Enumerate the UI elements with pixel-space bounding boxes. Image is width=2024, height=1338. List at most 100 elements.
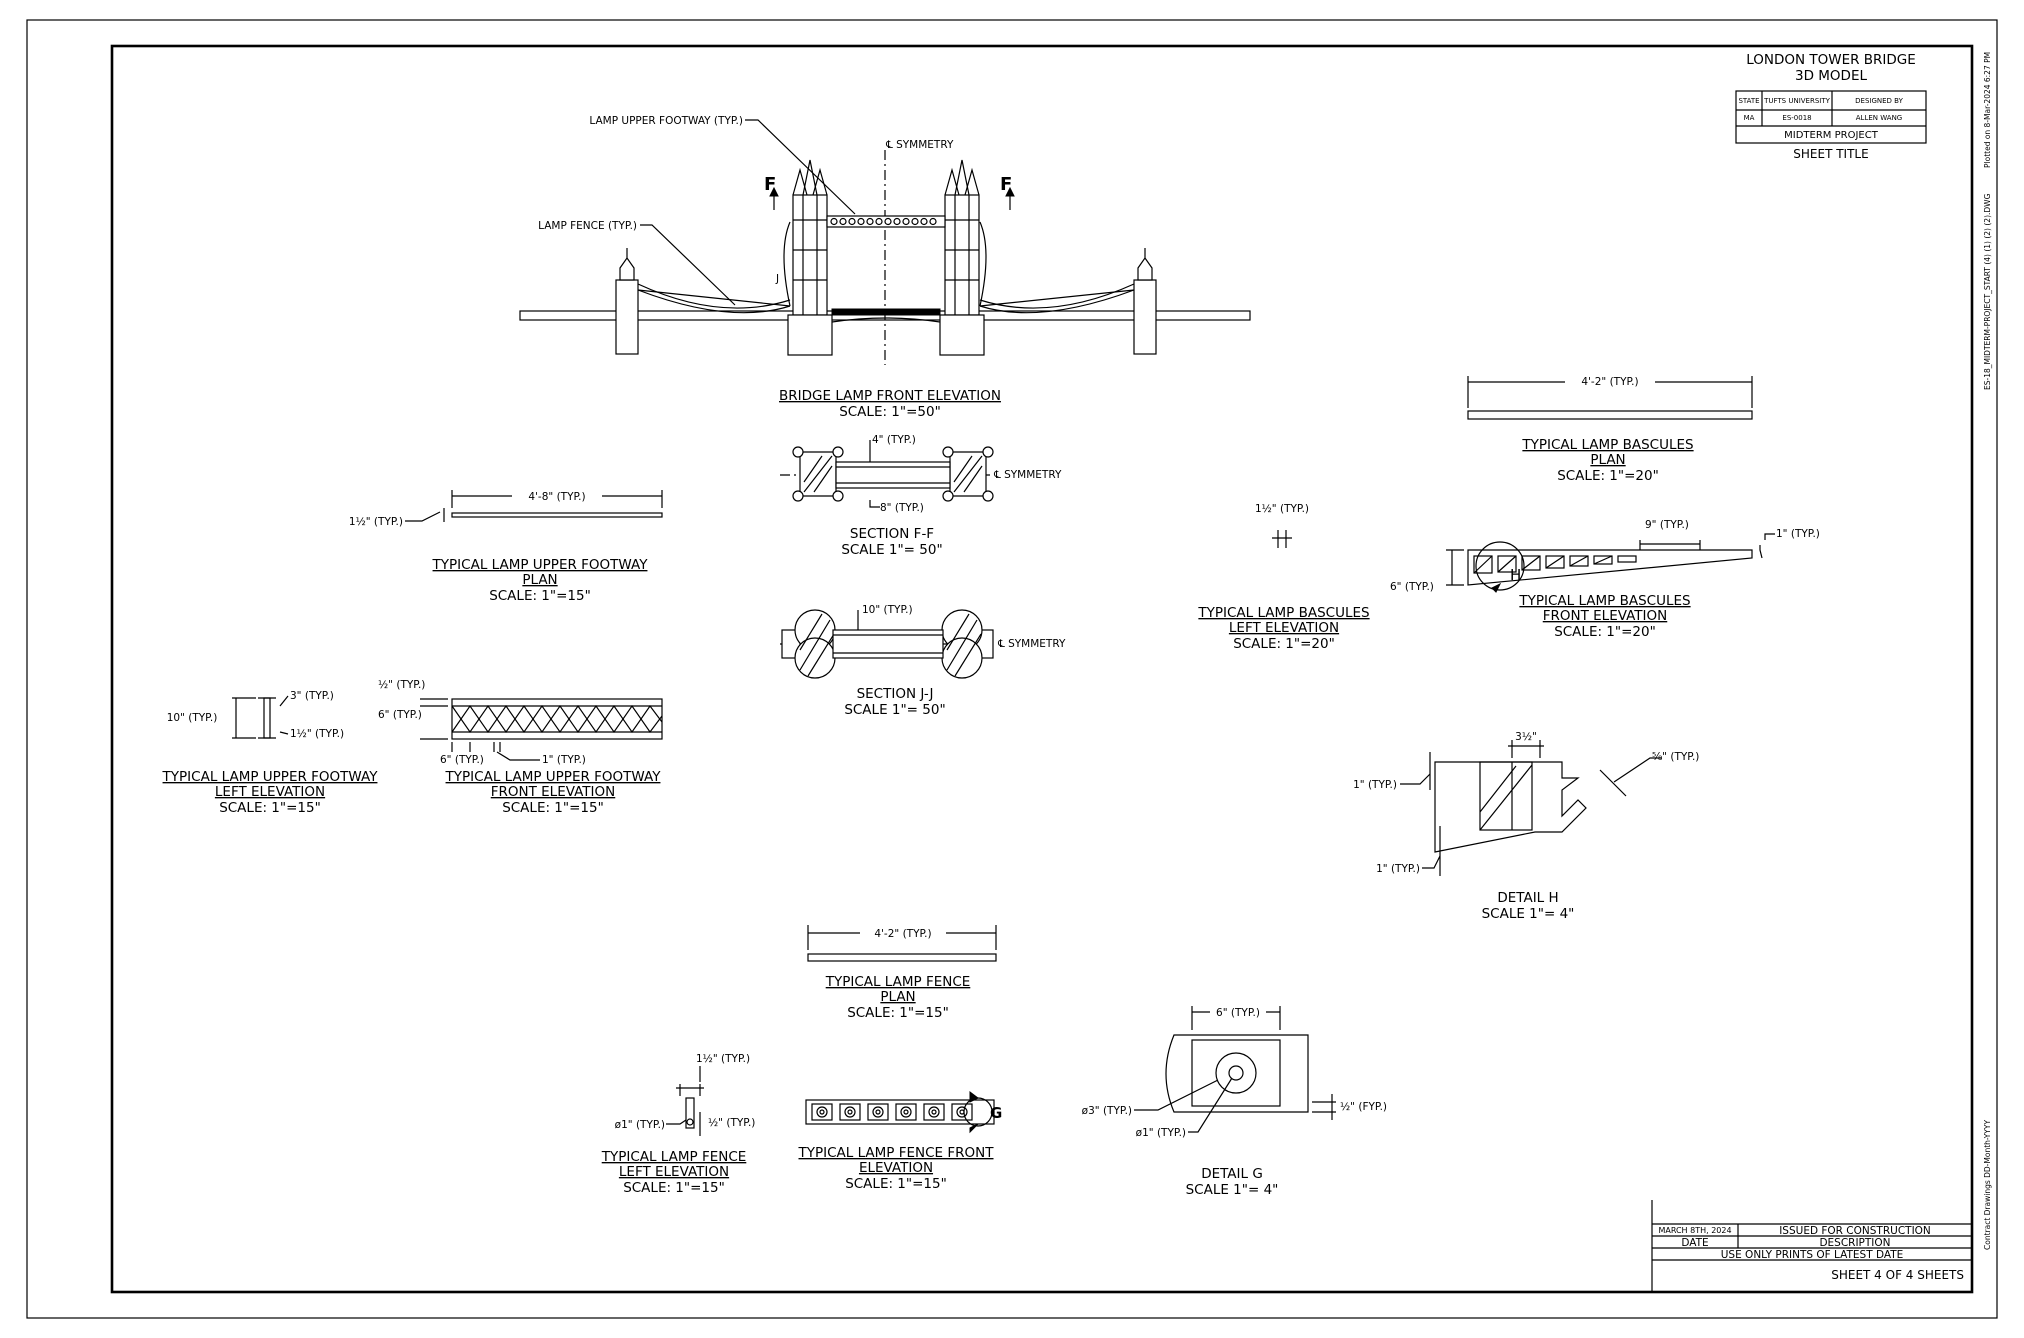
ufl-dim-top: 3" (TYP.) [290, 690, 334, 702]
bascules-front-elevation: H 9" (TYP.) 1" (TYP.) 6" (TYP.) TYPICAL … [1390, 519, 1820, 640]
label-symmetry-front: ℄ SYMMETRY [885, 139, 954, 151]
cut-f-right: F [1000, 174, 1012, 195]
detail-g: 6" (TYP.) ø3" (TYP.) ø1" (TYP.) ½" (FYP.… [1082, 1006, 1387, 1198]
scale-detail-g: SCALE 1"= 4" [1186, 1182, 1279, 1198]
ufp-dim-len: 4'-8" (TYP.) [528, 491, 585, 503]
dh-dim-left-bot: 1" (TYP.) [1376, 863, 1420, 875]
scale-upper-footway-front: SCALE: 1"=15" [502, 800, 604, 816]
title-fence-front-2: ELEVATION [859, 1160, 933, 1176]
bf-dim-nine: 9" (TYP.) [1645, 519, 1689, 531]
scale-bascules-plan: SCALE: 1"=20" [1557, 468, 1659, 484]
tb-university: TUFTS UNIVERSITY [1763, 97, 1831, 105]
jj-dim-top: 10" (TYP.) [862, 604, 913, 616]
dg-dim-top: 6" (TYP.) [1216, 1007, 1260, 1019]
title-bascules-front-2: FRONT ELEVATION [1543, 608, 1668, 624]
title-upper-footway-left-2: LEFT ELEVATION [215, 784, 325, 800]
section-f-f: 4" (TYP.) 8" (TYP.) ℄ SYMMETRY SECTION F… [780, 434, 1062, 558]
side-plotted-date: Plotted on 8-Mar-2024 6:27 PM [1983, 52, 1992, 168]
title-fence-left-1: TYPICAL LAMP FENCE [601, 1149, 747, 1165]
uff-dim-one: 1" (TYP.) [542, 754, 586, 766]
ff-dim-bottom: 8" (TYP.) [880, 502, 924, 514]
scale-upper-footway-plan: SCALE: 1"=15" [489, 588, 591, 604]
scale-section-f-f: SCALE 1"= 50" [841, 542, 942, 558]
side-contract-drawings: Contract Drawings DD-Month-YYYY [1983, 1120, 1992, 1250]
ff-symmetry: ℄ SYMMETRY [993, 469, 1062, 481]
fl-dim-top: 1½" (TYP.) [696, 1053, 750, 1065]
scale-bascules-left: SCALE: 1"=20" [1233, 636, 1335, 652]
dg-dim-d1: ø1" (TYP.) [1136, 1127, 1186, 1139]
title-bascules-plan-1: TYPICAL LAMP BASCULES [1521, 437, 1693, 453]
rev-date-label: DATE [1681, 1237, 1708, 1249]
label-lamp-fence: LAMP FENCE (TYP.) [538, 220, 637, 232]
side-file-name: ES-18_MIDTERM-PROJECT_START (4) (1) (2) … [1983, 193, 1992, 390]
scale-section-j-j: SCALE 1"= 50" [844, 702, 945, 718]
fl-dim-half: ½" (TYP.) [708, 1117, 755, 1129]
ufl-dim-bot: 1½" (TYP.) [290, 728, 344, 740]
upper-footway-left-elevation: 10" (TYP.) 3" (TYP.) 1½" (TYP.) TYPICAL … [162, 690, 379, 816]
uff-dim-six: 6" (TYP.) [378, 709, 422, 721]
label-lamp-upper-footway: LAMP UPPER FOOTWAY (TYP.) [589, 115, 743, 127]
tb-state-label: STATE [1738, 97, 1759, 105]
cut-f-left: F [764, 174, 776, 195]
jj-symmetry: ℄ SYMMETRY [997, 638, 1066, 650]
scale-detail-h: SCALE 1"= 4" [1482, 906, 1575, 922]
project-name-line2: 3D MODEL [1795, 68, 1867, 84]
dg-dim-d3: ø3" (TYP.) [1082, 1105, 1132, 1117]
scale-bascules-front: SCALE: 1"=20" [1554, 624, 1656, 640]
bridge-front-elevation: F F J LAMP UPPER FOOTWAY (TYP.) LAMP FEN… [519, 115, 1251, 420]
ufp-dim-thk: 1½" (TYP.) [349, 516, 403, 528]
title-section-f-f: SECTION F-F [850, 526, 934, 542]
title-block: LONDON TOWER BRIDGE 3D MODEL STATE TUFTS… [1735, 52, 1927, 161]
rev-date-value: MARCH 8TH, 2024 [1658, 1226, 1731, 1235]
ff-dim-top: 4" (TYP.) [872, 434, 916, 446]
dh-dim-right: ⅝" (TYP.) [1652, 751, 1699, 763]
section-j-j: 10" (TYP.) ℄ SYMMETRY SECTION J-J SCALE … [780, 604, 1066, 718]
dg-dim-half: ½" (FYP.) [1340, 1101, 1387, 1113]
title-section-j-j: SECTION J-J [857, 686, 934, 702]
bf-dim-six: 6" (TYP.) [1390, 581, 1434, 593]
upper-footway-plan: 4'-8" (TYP.) 1½" (TYP.) TYPICAL LAMP UPP… [349, 490, 663, 604]
uff-dim-half: ½" (TYP.) [378, 679, 425, 691]
tb-designer: ALLEN WANG [1856, 114, 1902, 122]
title-upper-footway-front-1: TYPICAL LAMP UPPER FOOTWAY [445, 769, 662, 785]
fence-panels [811, 1103, 973, 1121]
upper-footway-rivets [830, 217, 937, 226]
tb-midterm: MIDTERM PROJECT [1784, 130, 1879, 141]
fence-front-elevation: G TYPICAL LAMP FENCE FRONT ELEVATION SCA… [798, 1091, 1002, 1192]
fence-left-elevation: 1½" (TYP.) ø1" (TYP.) ½" (TYP.) TYPICAL … [601, 1053, 756, 1196]
title-upper-footway-plan-1: TYPICAL LAMP UPPER FOOTWAY [432, 557, 649, 573]
cut-j: J [775, 273, 779, 285]
bl-dim: 1½" (TYP.) [1255, 503, 1309, 515]
cut-g: G [990, 1104, 1002, 1122]
bascules-left-elevation: 1½" (TYP.) TYPICAL LAMP BASCULES LEFT EL… [1197, 503, 1369, 652]
fp-dim-len: 4'-2" (TYP.) [874, 928, 931, 940]
bp-dim-len: 4'-2" (TYP.) [1581, 376, 1638, 388]
inner-border [110, 44, 1974, 1294]
title-bascules-left-1: TYPICAL LAMP BASCULES [1197, 605, 1369, 621]
fence-plan: 4'-2" (TYP.) TYPICAL LAMP FENCE PLAN SCA… [807, 925, 997, 1021]
tb-designed-by-label: DESIGNED BY [1855, 97, 1903, 105]
tb-course: ES-0018 [1782, 114, 1811, 122]
scale-upper-footway-left: SCALE: 1"=15" [219, 800, 321, 816]
cut-h: H [1510, 566, 1521, 584]
rev-description-label: DESCRIPTION [1819, 1237, 1890, 1249]
sheet-number: SHEET 4 OF 4 SHEETS [1831, 1268, 1964, 1282]
title-detail-g: DETAIL G [1201, 1166, 1263, 1182]
bf-dim-one: 1" (TYP.) [1776, 528, 1820, 540]
title-fence-plan-1: TYPICAL LAMP FENCE [825, 974, 971, 990]
ufl-dim-height: 10" (TYP.) [167, 712, 218, 724]
rev-note: USE ONLY PRINTS OF LATEST DATE [1721, 1249, 1904, 1261]
title-bascules-left-2: LEFT ELEVATION [1229, 620, 1339, 636]
title-bascules-front-1: TYPICAL LAMP BASCULES [1518, 593, 1690, 609]
project-name-line1: LONDON TOWER BRIDGE [1746, 52, 1916, 68]
title-detail-h: DETAIL H [1497, 890, 1558, 906]
dh-dim-left-top: 1" (TYP.) [1353, 779, 1397, 791]
scale-bridge-front-elevation: SCALE: 1"=50" [839, 404, 941, 420]
scale-fence-left: SCALE: 1"=15" [623, 1180, 725, 1196]
title-upper-footway-plan-2: PLAN [522, 572, 557, 588]
uff-dim-six-b: 6" (TYP.) [440, 754, 484, 766]
title-fence-plan-2: PLAN [880, 989, 915, 1005]
scale-fence-plan: SCALE: 1"=15" [847, 1005, 949, 1021]
upper-footway-front-elevation: ½" (TYP.) 6" (TYP.) 6" (TYP.) 1" (TYP.) … [378, 679, 663, 816]
